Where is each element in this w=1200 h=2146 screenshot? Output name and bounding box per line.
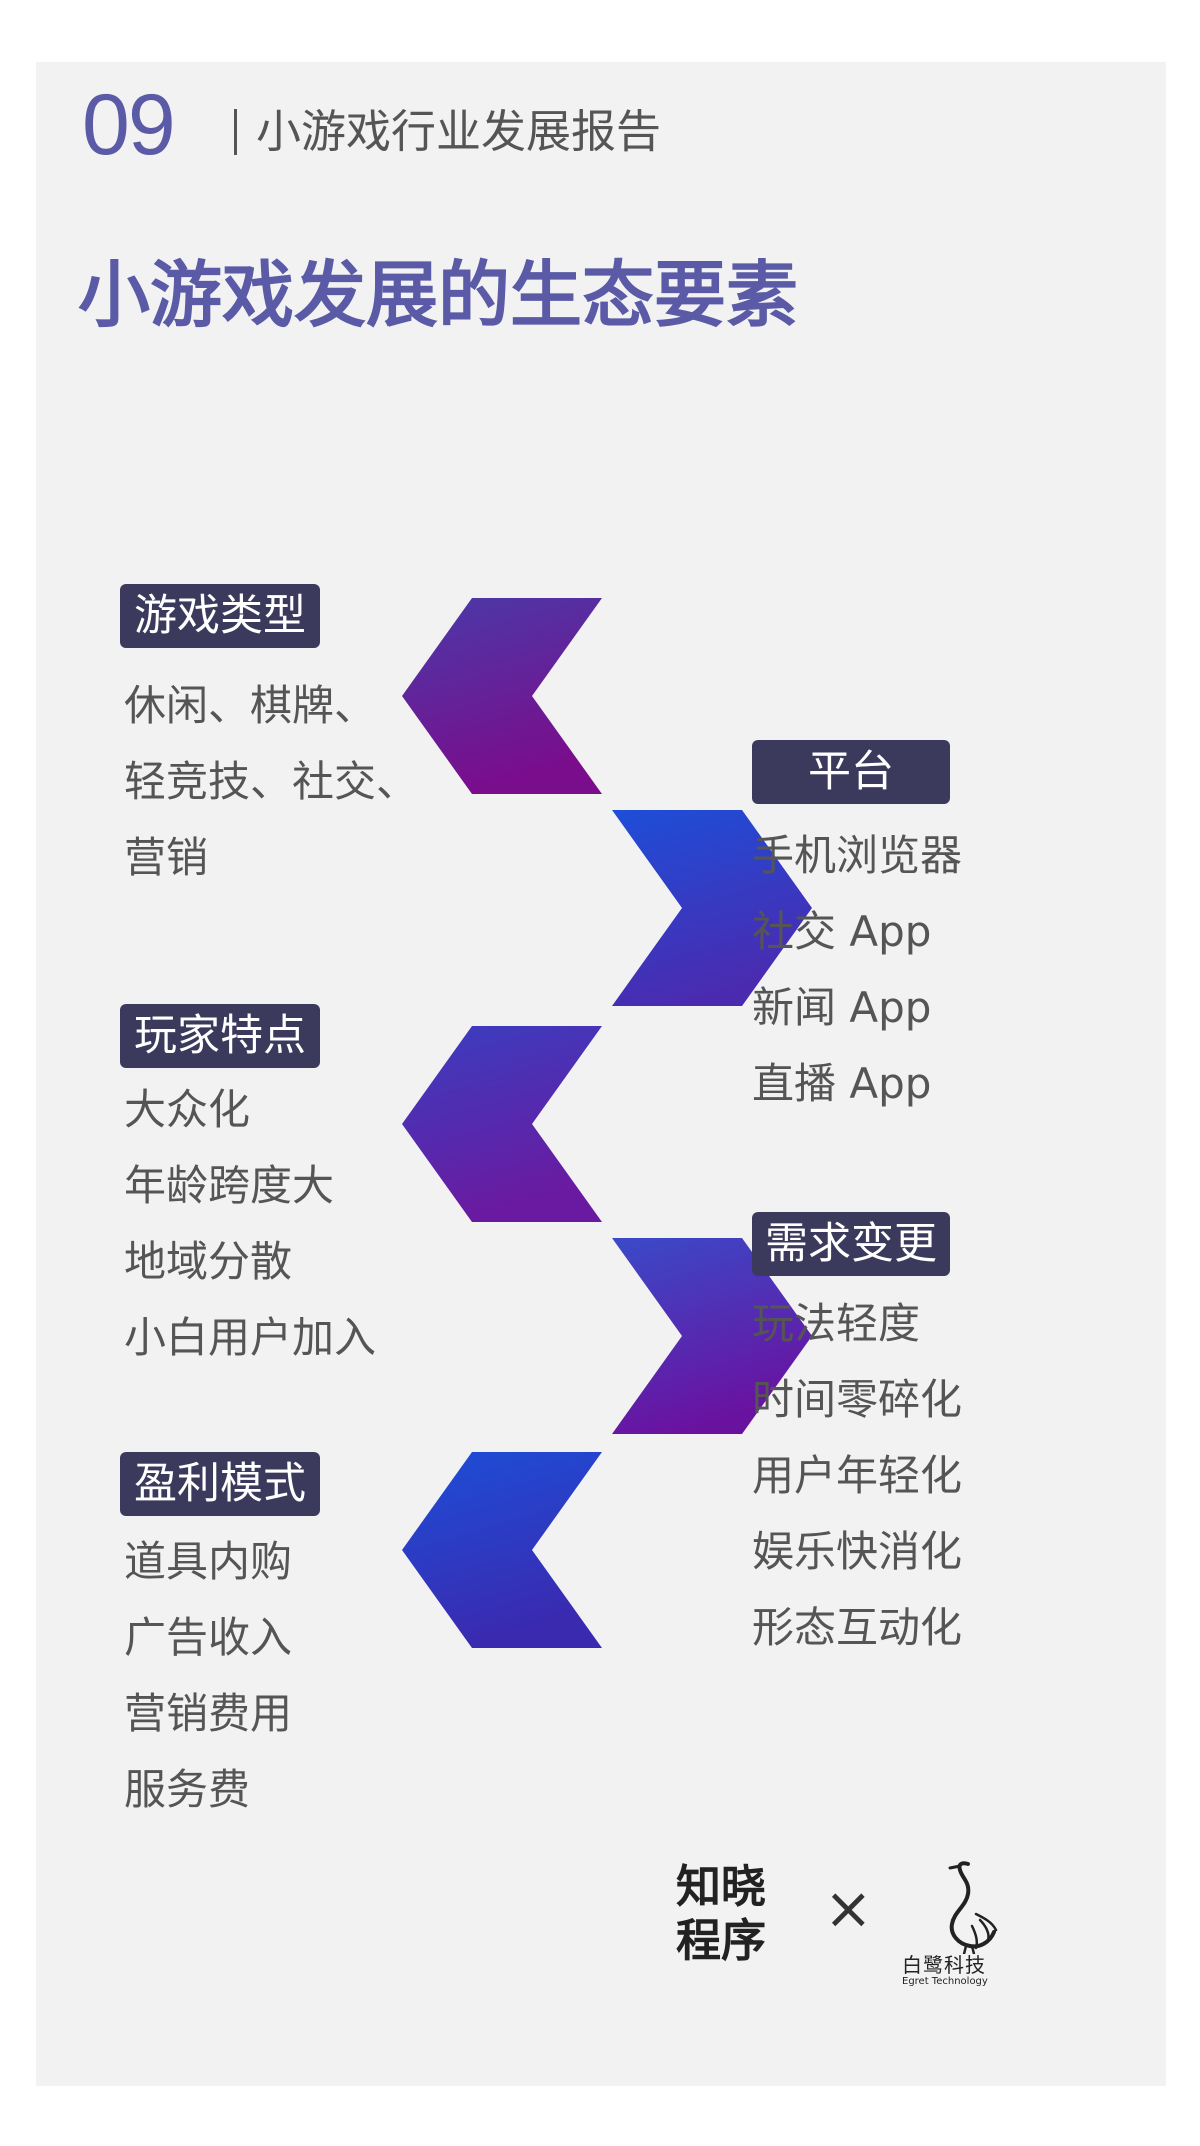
egret-logo-cn: 白鹭科技 (902, 1953, 986, 1977)
list-item: 时间零碎化 (752, 1375, 963, 1424)
list-item: 地域分散 (124, 1237, 293, 1286)
list-item: 营销 (124, 833, 209, 882)
section-tag-game-types: 游戏类型 (120, 584, 320, 648)
main-title: 小游戏发展的生态要素 (78, 253, 799, 337)
zhixiao-logo-line1: 知晓 (676, 1860, 767, 1913)
list-item: 小白用户加入 (124, 1313, 377, 1362)
list-item: 大众化 (124, 1085, 251, 1134)
profit-model-list: 道具内购 广告收入 营销费用 服务费 (124, 1524, 292, 1828)
list-item: 广告收入 (124, 1613, 293, 1662)
list-item: 形态互动化 (752, 1603, 963, 1652)
zhixiao-logo: 知晓 程序 (676, 1860, 766, 1968)
list-item: 新闻 App (752, 983, 932, 1032)
platform-list: 手机浏览器 社交 App 新闻 App 直播 App (752, 818, 962, 1122)
chevron-right-icon (612, 1238, 812, 1434)
section-tag-demand-change: 需求变更 (752, 1212, 950, 1276)
list-item: 营销费用 (124, 1689, 293, 1738)
game-types-list: 休闲、棋牌、 轻竞技、社交、 营销 (124, 668, 418, 896)
list-item: 直播 App (752, 1059, 932, 1108)
section-tag-platform: 平台 (752, 740, 950, 804)
page-card (36, 62, 1166, 2086)
section-tag-profit-model: 盈利模式 (120, 1452, 320, 1516)
report-title: 小游戏行业发展报告 (256, 105, 662, 158)
title-separator (234, 109, 237, 155)
section-tag-player-traits: 玩家特点 (120, 1004, 320, 1068)
list-item: 手机浏览器 (752, 831, 963, 880)
list-item: 轻竞技、社交、 (124, 757, 419, 806)
chevron-left-icon (402, 1026, 602, 1222)
chevron-left-icon (402, 1452, 602, 1648)
egret-bird-icon (948, 1861, 998, 1954)
list-item: 年龄跨度大 (124, 1161, 335, 1210)
player-traits-list: 大众化 年龄跨度大 地域分散 小白用户加入 (124, 1072, 376, 1376)
egret-logo-en: Egret Technology (902, 1976, 988, 1987)
demand-change-list: 玩法轻度 时间零碎化 用户年轻化 娱乐快消化 形态互动化 (752, 1286, 962, 1666)
zhixiao-logo-line2: 程序 (676, 1914, 767, 1967)
list-item: 玩法轻度 (752, 1299, 921, 1348)
collab-times-icon: × (824, 1874, 873, 1942)
list-item: 服务费 (124, 1765, 251, 1814)
list-item: 用户年轻化 (752, 1451, 963, 1500)
list-item: 休闲、棋牌、 (124, 681, 377, 730)
list-item: 道具内购 (124, 1537, 293, 1586)
chevron-right-icon (612, 810, 812, 1006)
chevron-left-icon (402, 598, 602, 794)
list-item: 社交 App (752, 907, 932, 956)
list-item: 娱乐快消化 (752, 1527, 963, 1576)
page-number: 09 (82, 77, 176, 173)
